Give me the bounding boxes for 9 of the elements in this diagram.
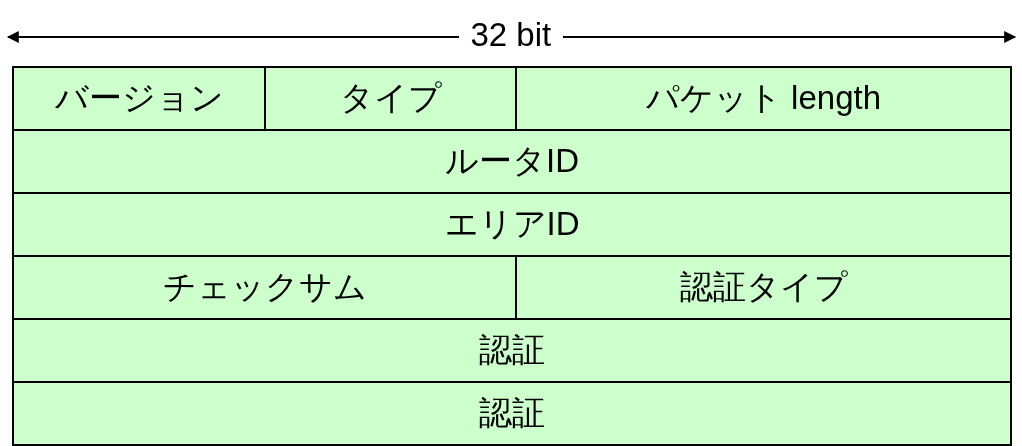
- packet-field: エリアID: [12, 192, 1012, 257]
- packet-field: バージョン: [12, 66, 266, 131]
- packet-field: パケット length: [515, 66, 1012, 131]
- packet-field: チェックサム: [12, 255, 517, 320]
- packet-field: タイプ: [264, 66, 517, 131]
- packet-field: ルータID: [12, 129, 1012, 194]
- packet-field: 認証: [12, 318, 1012, 383]
- packet-field: 認証: [12, 381, 1012, 446]
- packet-field: 認証タイプ: [515, 255, 1012, 320]
